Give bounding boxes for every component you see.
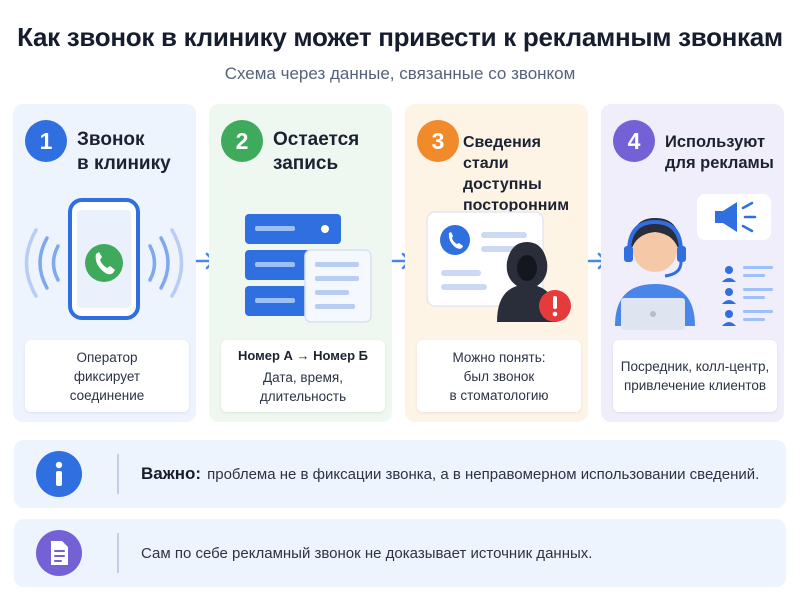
step-number: 3 [417, 120, 459, 162]
note-text: Важно: проблема не в фиксации звонка, а … [141, 464, 760, 483]
source-note: Сам по себе рекламный звонок не доказыва… [14, 519, 786, 587]
step-title: Остается запись [273, 129, 360, 174]
info-icon [36, 451, 82, 497]
step-caption: Оператор фиксирует соединение [25, 340, 189, 412]
page-title: Как звонок в клинику может привести к ре… [17, 22, 783, 52]
step-caption: Номер А → Номер Б Дата, время, длительно… [221, 340, 385, 412]
hacker-data-leak-icon [426, 211, 571, 322]
step-call-clinic: 1 Звонок в клинику Оператор фиксирует со… [13, 104, 196, 422]
call-center-operator-icon [615, 194, 773, 330]
document-icon [36, 530, 82, 576]
step-used-for-ads: 4 Используют для рекламы Посредник, колл… [601, 104, 784, 422]
note-divider [117, 533, 119, 573]
step-caption: Посредник, колл-центр, привлечение клиен… [613, 340, 777, 412]
step-title: Сведения стали доступны посторонним [463, 134, 570, 214]
step-number: 4 [613, 120, 655, 162]
step-number: 1 [25, 120, 67, 162]
step-record-stays: 2 Остается запись Номер А → Номер Б Дата… [209, 104, 392, 422]
step-caption: Можно понять: был звонок в стоматологию [417, 340, 581, 412]
step-title: Используют для рекламы [665, 133, 774, 172]
page-subtitle: Схема через данные, связанные со звонком [224, 64, 576, 83]
step-number: 2 [221, 120, 263, 162]
important-note: Важно: проблема не в фиксации звонка, а … [14, 440, 786, 508]
step-title: Звонок в клинику [77, 129, 171, 174]
server-record-icon [245, 214, 372, 323]
note-divider [117, 454, 119, 494]
note-text: Сам по себе рекламный звонок не доказыва… [141, 544, 593, 562]
phone-call-icon [24, 198, 184, 320]
step-data-exposed: 3 Сведения стали доступны посторонним Мо… [405, 104, 588, 422]
